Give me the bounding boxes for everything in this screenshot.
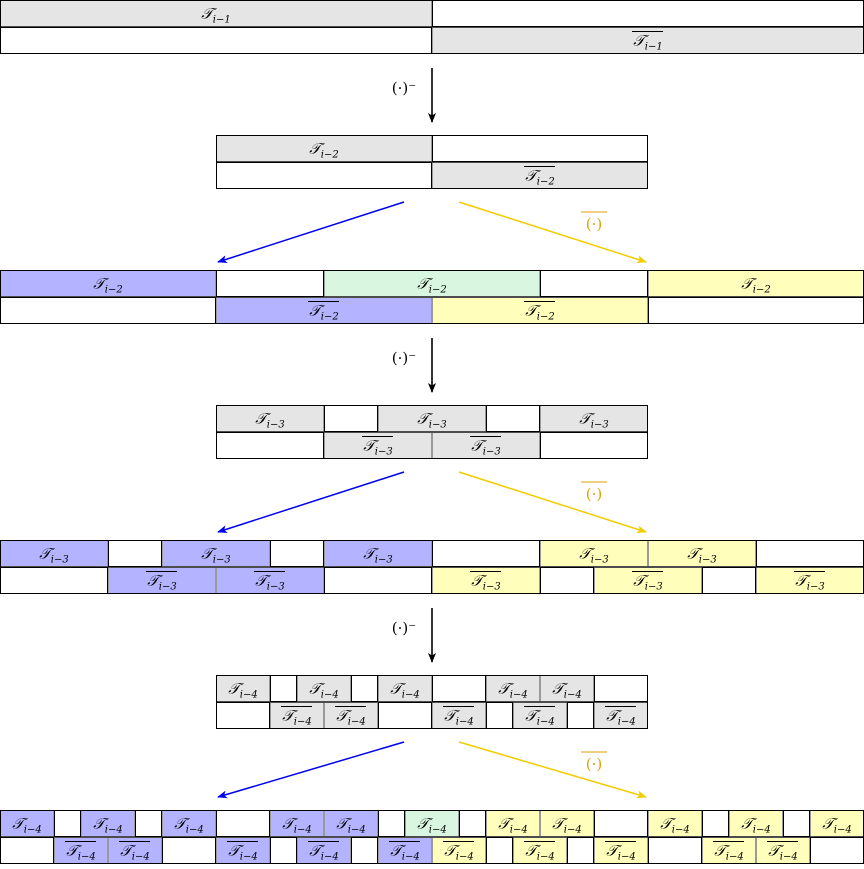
cell-6-bottom-3 bbox=[162, 837, 216, 864]
yellow-arrow-1 bbox=[458, 471, 647, 534]
cell-6-top-0 bbox=[0, 810, 54, 837]
cell-5-top-5 bbox=[432, 675, 486, 702]
cell-6-top-7 bbox=[324, 810, 378, 837]
cell-5-top-1 bbox=[270, 675, 297, 702]
cell-6-top-16 bbox=[729, 810, 783, 837]
cell-5-bottom-0 bbox=[216, 702, 270, 729]
cell-3-bottom-3 bbox=[540, 432, 648, 459]
cell-2-top-0 bbox=[0, 270, 216, 297]
cell-2-bottom-0 bbox=[0, 297, 216, 324]
yellow-arrow-2 bbox=[458, 741, 647, 799]
cell-5-top-7 bbox=[540, 675, 594, 702]
cell-5-top-8 bbox=[594, 675, 648, 702]
bar-operator-0: (·) bbox=[581, 211, 607, 233]
cell-2-top-4 bbox=[648, 270, 864, 297]
cell-6-bottom-0 bbox=[0, 837, 54, 864]
cell-5-top-2 bbox=[297, 675, 351, 702]
cell-4-top-3 bbox=[270, 540, 324, 567]
bar-operator-label-0: (·) bbox=[586, 215, 602, 233]
cell-6-bottom-10 bbox=[486, 837, 513, 864]
cell-6-top-15 bbox=[702, 810, 729, 837]
cell-6-top-3 bbox=[135, 810, 162, 837]
arrows-layer: (·)⁻ (·)⁻ (·)⁻ (·) (·) (·) bbox=[217, 68, 647, 799]
blue-arrow-1 bbox=[217, 471, 405, 534]
cell-0-top-1 bbox=[432, 0, 864, 27]
bar-operator-1: (·) bbox=[581, 481, 607, 503]
cell-6-bottom-5 bbox=[270, 837, 297, 864]
cell-6-top-10 bbox=[459, 810, 486, 837]
cell-6-top-17 bbox=[783, 810, 810, 837]
cell-6-top-13 bbox=[594, 810, 648, 837]
cell-6-bottom-7 bbox=[351, 837, 378, 864]
cell-4-top-2 bbox=[162, 540, 270, 567]
cell-6-bottom-14 bbox=[648, 837, 702, 864]
cell-4-bottom-0 bbox=[0, 567, 108, 594]
level-0: 𝒯i−1𝒯i−1 bbox=[0, 0, 864, 54]
cell-4-bottom-7 bbox=[702, 567, 756, 594]
cell-4-top-8 bbox=[756, 540, 864, 567]
yellow-arrow-0 bbox=[458, 201, 647, 264]
cell-6-top-4 bbox=[162, 810, 216, 837]
cell-3-top-1 bbox=[324, 405, 378, 432]
cell-6-bottom-17 bbox=[810, 837, 864, 864]
cell-4-top-1 bbox=[108, 540, 162, 567]
cell-5-bottom-7 bbox=[567, 702, 594, 729]
cell-1-top-1 bbox=[432, 135, 648, 162]
cell-2-top-1 bbox=[216, 270, 324, 297]
blue-arrow-2 bbox=[217, 741, 405, 799]
cell-2-bottom-3 bbox=[648, 297, 864, 324]
cell-2-top-2 bbox=[324, 270, 540, 297]
cell-4-bottom-5 bbox=[540, 567, 594, 594]
cell-3-top-2 bbox=[378, 405, 486, 432]
minus-operator-label-2: (·)⁻ bbox=[392, 619, 416, 637]
cell-5-bottom-5 bbox=[486, 702, 513, 729]
level-1: 𝒯i−2𝒯i−2 bbox=[216, 135, 648, 189]
cell-0-bottom-0 bbox=[0, 27, 432, 54]
bar-operator-label-1: (·) bbox=[586, 485, 602, 503]
blue-arrow-0 bbox=[217, 201, 405, 264]
cell-1-bottom-0 bbox=[216, 162, 432, 189]
bar-operator-2: (·) bbox=[581, 751, 607, 773]
cell-4-top-6 bbox=[540, 540, 648, 567]
cell-3-top-3 bbox=[486, 405, 540, 432]
cell-4-bottom-3 bbox=[324, 567, 432, 594]
cell-6-top-14 bbox=[648, 810, 702, 837]
cell-6-bottom-12 bbox=[567, 837, 594, 864]
cell-6-top-12 bbox=[540, 810, 594, 837]
cell-5-top-3 bbox=[351, 675, 378, 702]
cell-4-top-4 bbox=[324, 540, 432, 567]
cell-6-top-5 bbox=[216, 810, 270, 837]
cell-6-top-1 bbox=[54, 810, 81, 837]
cell-4-top-7 bbox=[648, 540, 756, 567]
cell-4-top-5 bbox=[432, 540, 540, 567]
cell-6-top-8 bbox=[378, 810, 405, 837]
minus-operator-label-1: (·)⁻ bbox=[392, 349, 416, 367]
cell-2-top-3 bbox=[540, 270, 648, 297]
cell-5-bottom-3 bbox=[378, 702, 432, 729]
cell-3-bottom-0 bbox=[216, 432, 324, 459]
cell-5-top-4 bbox=[378, 675, 432, 702]
bar-operator-label-2: (·) bbox=[586, 755, 602, 773]
cell-0-top-0 bbox=[0, 0, 432, 27]
minus-operator-label-0: (·)⁻ bbox=[392, 79, 416, 97]
